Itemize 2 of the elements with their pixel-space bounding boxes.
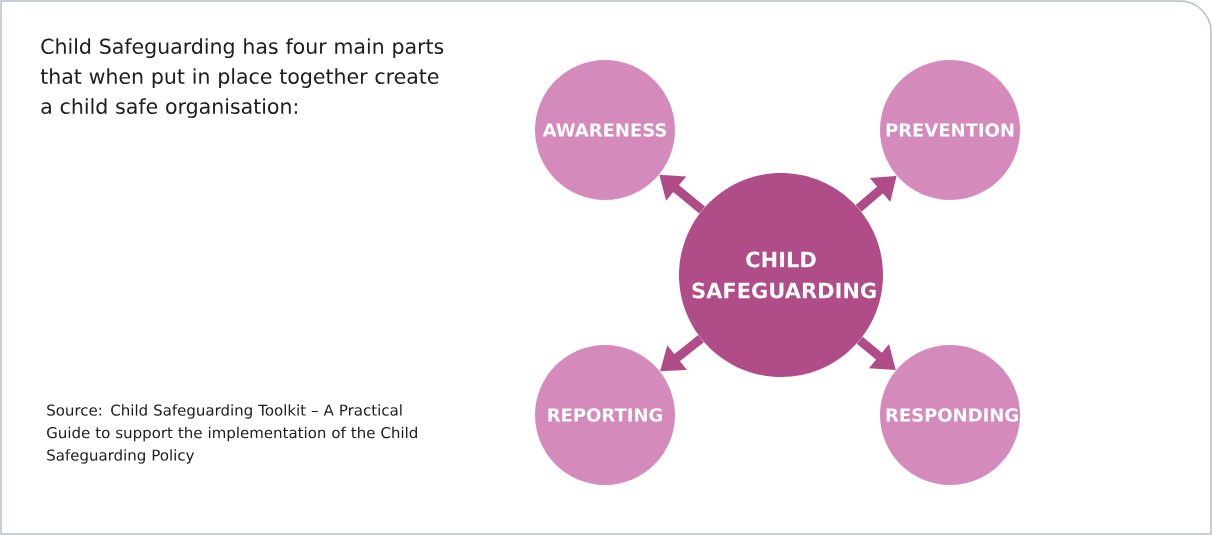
intro-text: Child Safeguarding has four main parts that when put in place together create a child safe organisation: bbox=[40, 38, 444, 119]
source-note: Source: Child Safeguarding Toolkit – A Practical Guide to support the implementation of the Child Safeguarding Policy bbox=[47, 404, 417, 464]
